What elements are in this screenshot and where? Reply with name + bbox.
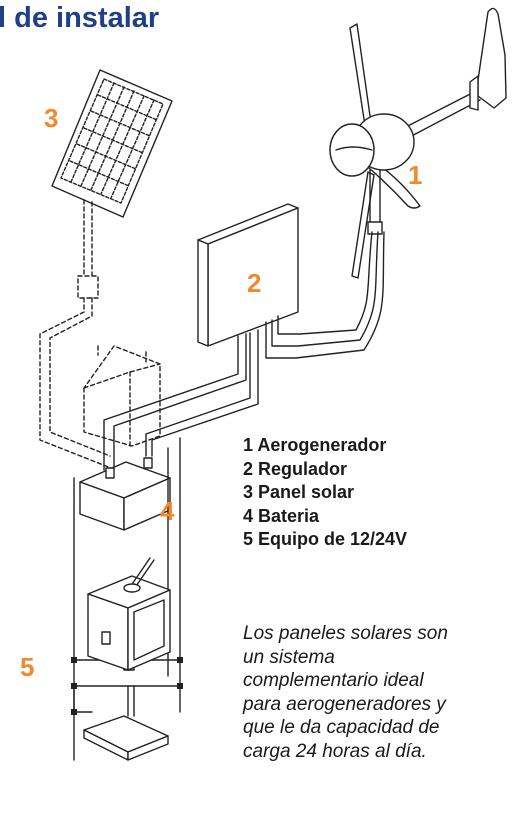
wind-turbine-drawing [329,7,507,279]
legend-item: 2 Regulador [243,458,348,479]
solar-cables [39,199,161,471]
callout-panel-solar: 3 [44,103,59,133]
note-line: complementario ideal [243,670,424,691]
equipment-drawing [73,437,181,761]
connection-dots [71,657,183,715]
regulator-battery-cables [103,329,259,471]
legend-item: 4 Bateria [243,505,320,526]
note-line: carga 24 horas al día. [243,740,427,762]
callout-regulador: 2 [247,268,262,298]
note-text: Los paneles solares son un sistema compl… [243,622,521,763]
page-title: l de instalar [0,2,160,34]
callout-aerogenerador: 1 [408,160,423,190]
battery-drawing [79,457,171,531]
note-line: para aerogeneradores y [243,693,446,715]
callout-bateria: 4 [160,496,175,526]
legend-item: 1 Aerogenerador [243,435,387,455]
note-line: un sistema [243,646,335,668]
note-line: que le da capacidad de [243,717,440,738]
legend-item: 3 Panel solar [243,482,355,502]
legend-item: 5 Equipo de 12/24V [243,529,408,549]
regulator-drawing [197,203,299,347]
solar-panel-drawing [51,69,173,218]
callout-equipo: 5 [20,652,35,682]
note-line: Los paneles solares son [243,623,448,644]
legend: 1 Aerogenerador 2 Regulador 3 Panel sola… [243,434,407,552]
turbine-cable [265,231,385,359]
